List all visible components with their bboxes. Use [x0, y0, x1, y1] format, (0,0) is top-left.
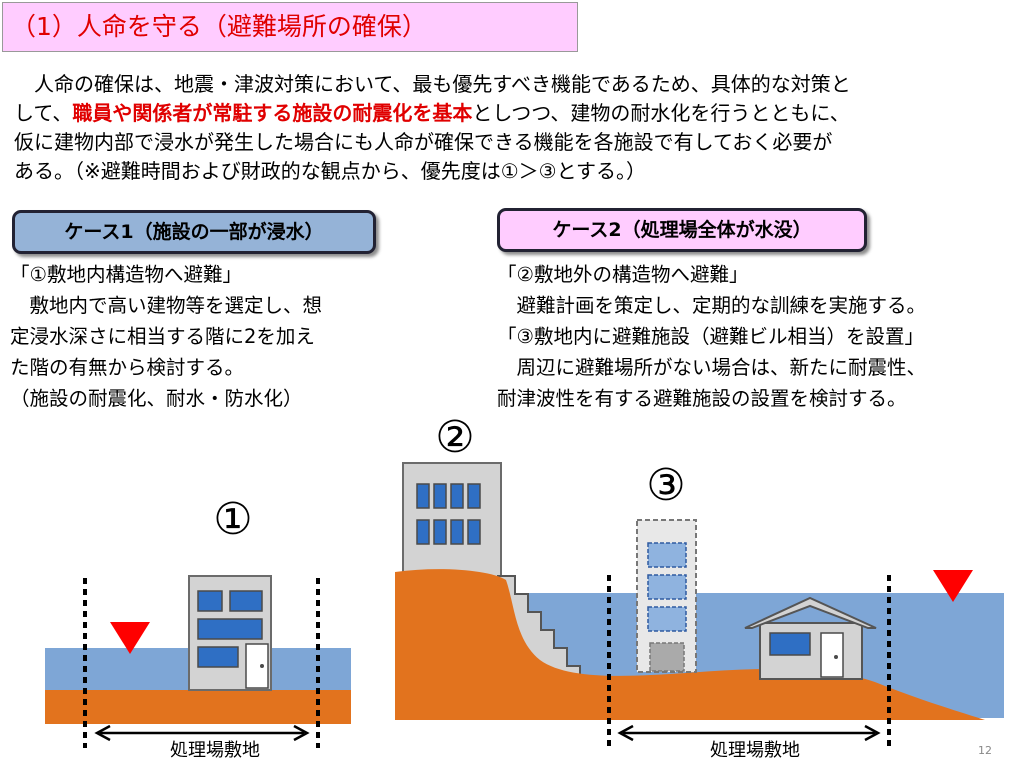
- case2-description: 「②敷地外の構造物へ避難」 避難計画を策定し、定期的な訓練を実施する。 「③敷地…: [497, 259, 1022, 414]
- case2-tag: ケース2（処理場全体が水没）: [497, 208, 867, 252]
- case2-line: 周辺に避難場所がない場合は、新たに耐震性、: [497, 356, 927, 379]
- ground-left: [45, 690, 351, 724]
- case1-tag: ケース1（施設の一部が浸水）: [12, 210, 376, 254]
- site-label: 処理場敷地: [710, 740, 800, 761]
- intro-line-1: 人命の確保は、地震・津波対策において、最も優先すべき機能であるため、具体的な対策…: [34, 72, 851, 96]
- intro-line-2: して、職員や関係者が常駐する施設の耐震化を基本としつつ、建物の耐水化を行うととも…: [14, 101, 850, 125]
- ground-hill-right: [395, 569, 985, 720]
- intro-line-4: ある。（※避難時間および財政的な観点から、優先度は①＞③とする。）: [14, 159, 647, 183]
- case2-heading-1: 「②敷地外の構造物へ避難」: [497, 263, 749, 286]
- case2-line: 耐津波性を有する避難施設の設置を検討する。: [497, 387, 907, 410]
- marker-2: ②: [435, 412, 474, 463]
- building-1: [188, 575, 272, 691]
- marker-3: ③: [646, 460, 685, 511]
- evacuation-tower-3: [636, 519, 697, 673]
- case1-line: 定浸水深さに相当する階に2を加え: [10, 325, 315, 348]
- intro-line-3: 仮に建物内部で浸水が発生した場合にも人命が確保できる機能を各施設で有しておく必要…: [14, 130, 833, 154]
- marker-1: ①: [213, 494, 252, 545]
- page-number: 12: [978, 744, 992, 757]
- case1-description: 「①敷地内構造物へ避難」 敷地内で高い建物等を選定し、想 定浸水深さに相当する階…: [10, 259, 410, 414]
- house-icon: [744, 596, 877, 680]
- site-width-arrow: [94, 724, 310, 742]
- page-title: （1）人命を守る（避難場所の確保）: [2, 2, 578, 52]
- site-label: 処理場敷地: [170, 740, 260, 761]
- warning-triangle-icon: [110, 622, 150, 654]
- case1-line: （施設の耐震化、耐水・防水化）: [10, 387, 303, 410]
- case2-heading-2: 「③敷地内に避難施設（避難ビル相当）を設置」: [497, 325, 924, 348]
- building-2: [402, 462, 502, 581]
- site-width-arrow: [617, 724, 881, 742]
- intro-paragraph: 人命の確保は、地震・津波対策において、最も優先すべき機能であるため、具体的な対策…: [14, 70, 1014, 186]
- case1-line: 敷地内で高い建物等を選定し、想: [10, 294, 323, 317]
- warning-triangle-icon: [933, 570, 973, 602]
- emphasis-text: 職員や関係者が常駐する施設の耐震化を基本: [72, 101, 473, 125]
- case1-heading: 「①敷地内構造物へ避難」: [10, 263, 242, 286]
- case1-line: た階の有無から検討する。: [10, 356, 245, 379]
- case2-line: 避難計画を策定し、定期的な訓練を実施する。: [497, 294, 927, 317]
